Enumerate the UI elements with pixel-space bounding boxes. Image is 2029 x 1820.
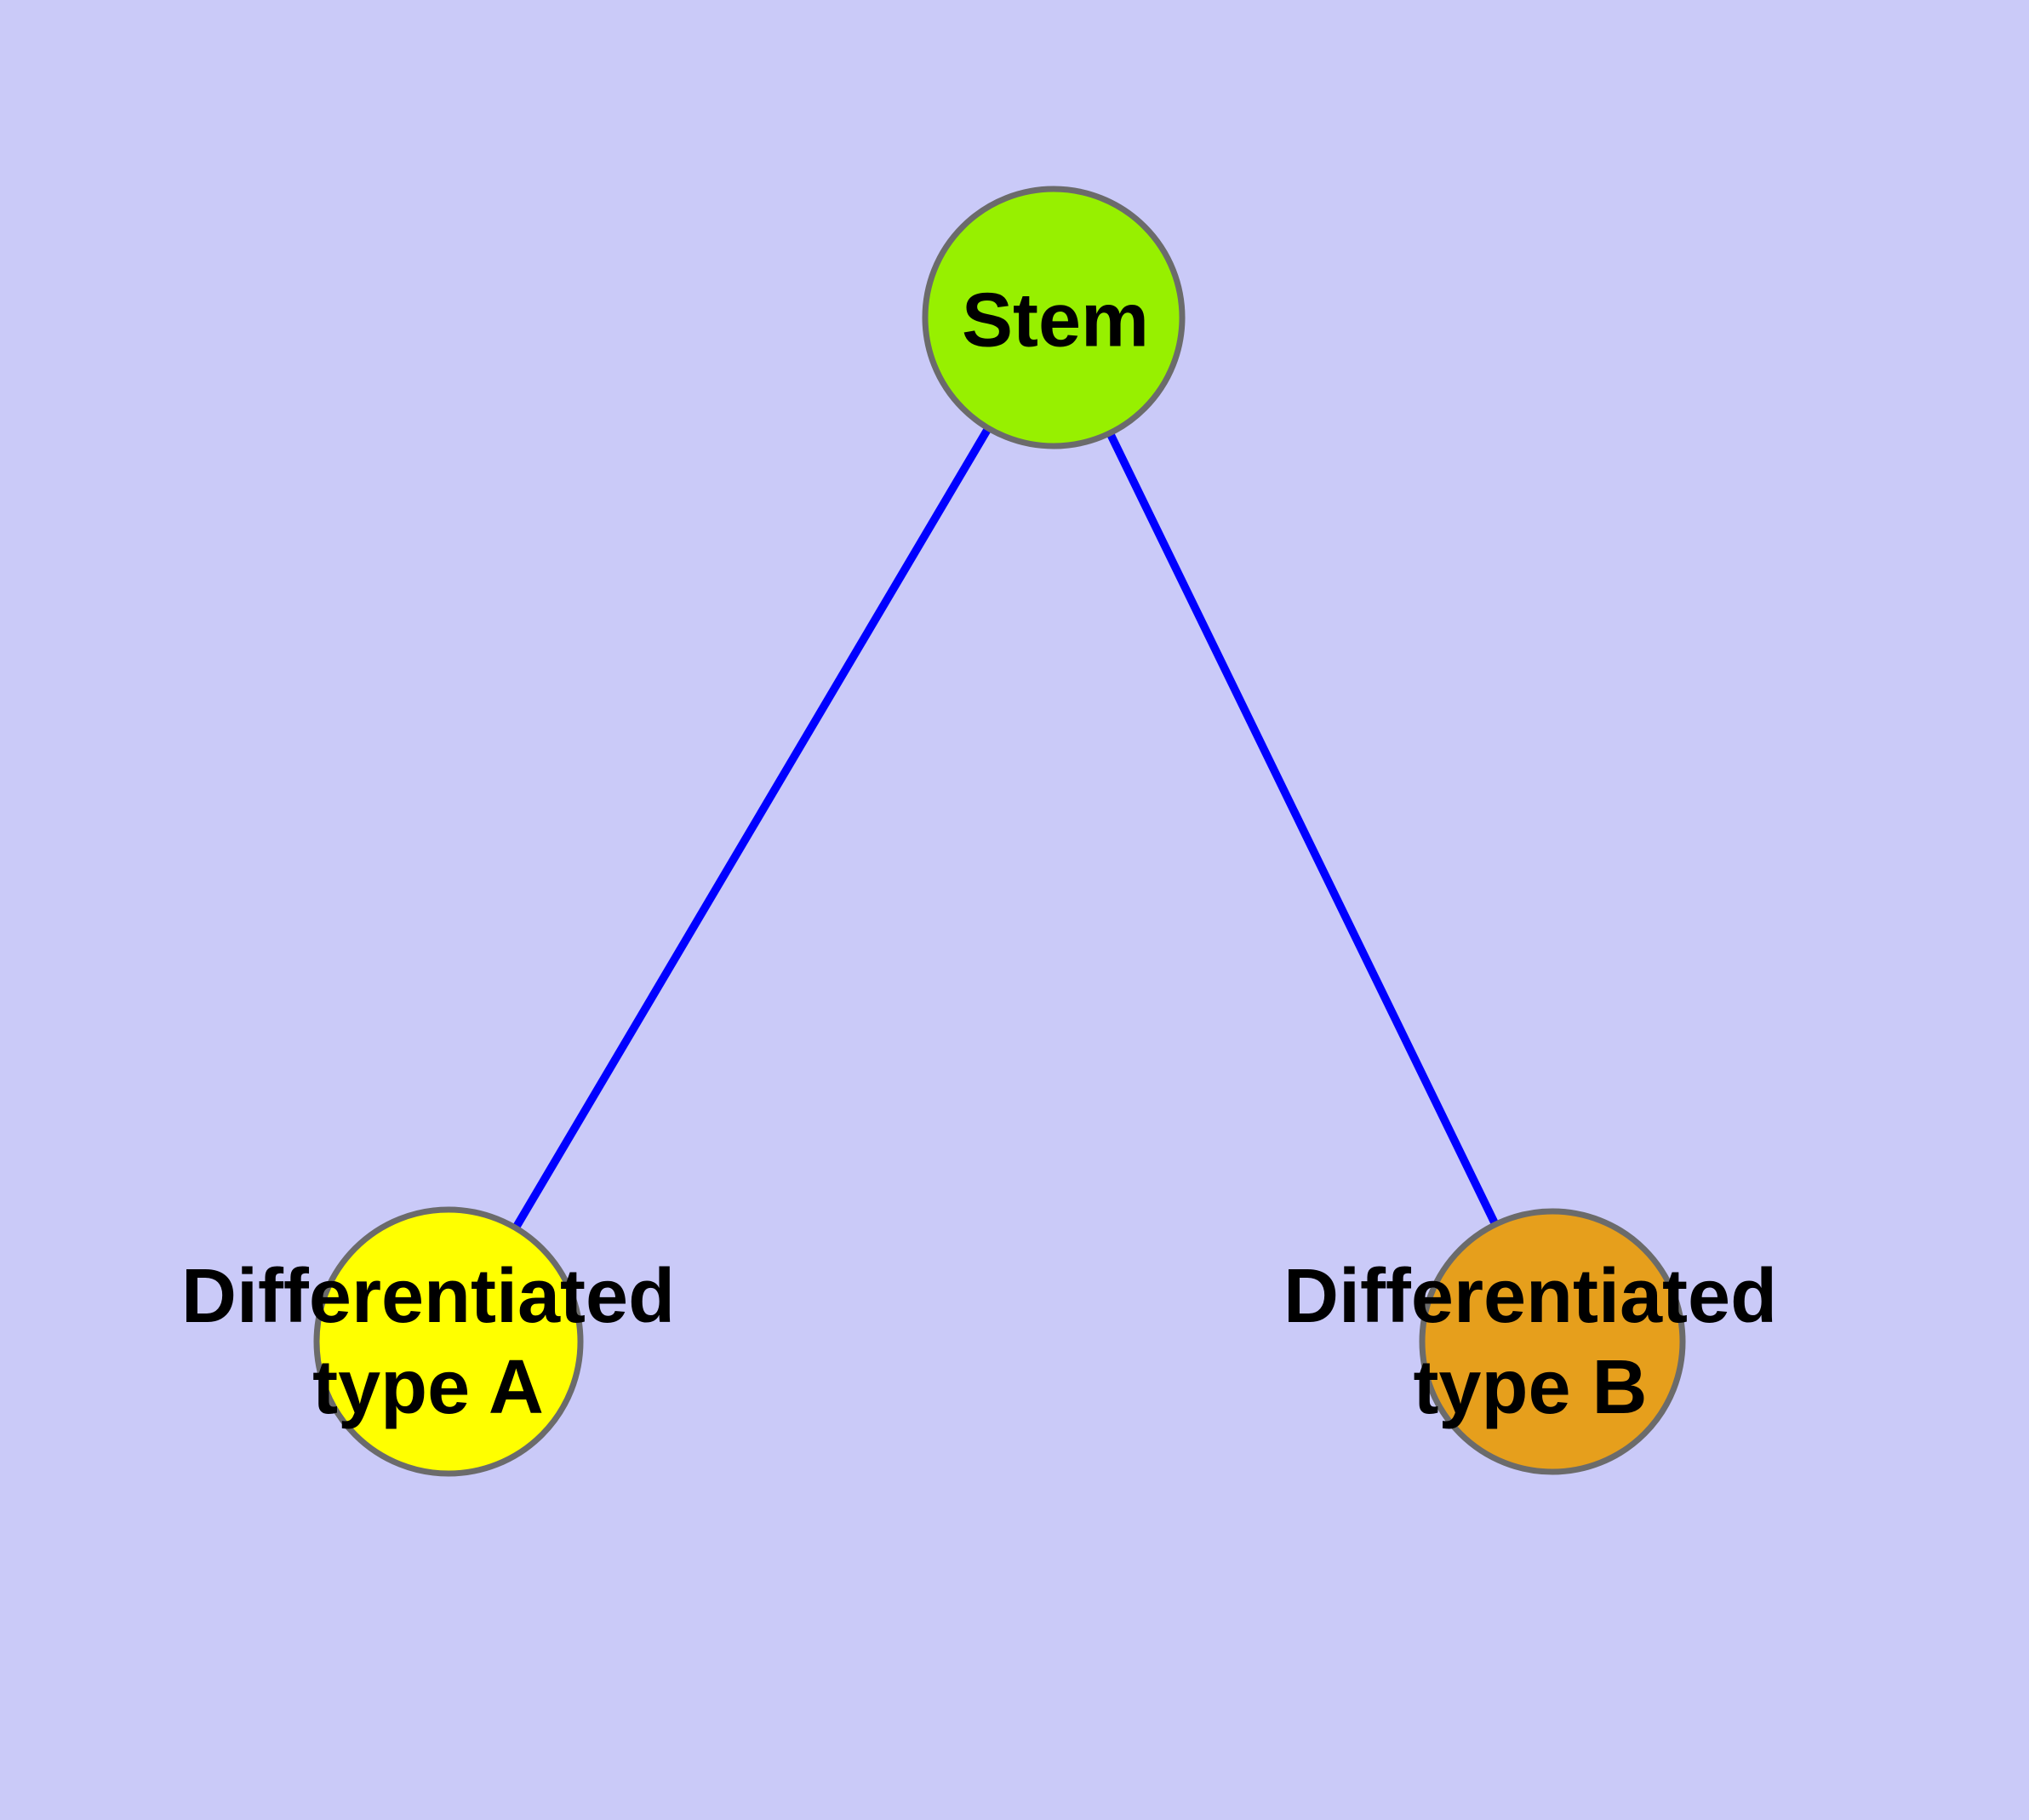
stem-node-label: Stem: [961, 278, 1150, 363]
type-a-node-label: Differentiated type A: [180, 1254, 676, 1430]
type-a-node: [313, 1206, 584, 1477]
edge-stem-to-type-a: [444, 315, 1058, 1344]
type-b-node-label: Differentiated type B: [1283, 1254, 1778, 1430]
edge-stem-to-type-b: [1049, 315, 1557, 1344]
stem-node: [922, 186, 1186, 449]
type-b-node: [1419, 1208, 1686, 1475]
